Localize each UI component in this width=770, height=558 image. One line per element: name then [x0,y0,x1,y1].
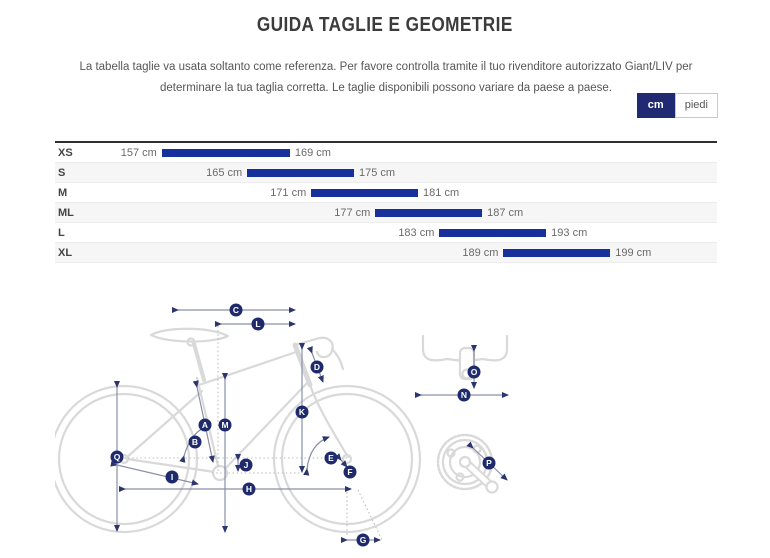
geometry-label-C [229,303,243,317]
geometry-label-N [457,388,471,402]
geometry-label-J [239,458,253,472]
geometry-label-D [310,360,324,374]
geometry-letter-D: D [314,362,320,372]
geometry-letter-H: H [246,484,252,494]
size-table: XS 157 cm 169 cm S 165 cm 175 cm M 171 cm 181 cm… [55,141,717,263]
size-name: ML [58,207,74,219]
geometry-label-I [165,470,179,484]
arc-head-angle-E [303,436,330,476]
size-guide-description: La tabella taglie va usata soltanto come… [79,61,693,94]
size-name: XS [58,147,73,159]
geometry-letter-P: P [486,458,492,468]
height-range-bar [503,249,611,257]
size-table-row: XS 157 cm 169 cm [55,143,717,163]
min-height-value: 171 cm [270,187,307,199]
geometry-letter-E: E [328,453,334,463]
geometry-letter-N: N [461,390,467,400]
size-table-row: S 165 cm 175 cm [55,163,717,183]
geometry-letter-C: C [233,305,239,315]
min-height-value: 189 cm [462,247,499,259]
height-range-bar [311,189,419,197]
geometry-label-H [242,482,256,496]
height-range-bar [247,169,354,177]
handlebar-front-view [421,334,509,381]
geometry-label-M [218,418,232,432]
size-name: S [58,167,66,179]
geometry-letter-B: B [192,437,198,447]
geometry-label-O [467,365,481,379]
arrow-chainstay-I [110,460,199,486]
unit-button-piedi[interactable]: piedi [674,93,718,118]
min-height-value: 165 cm [206,167,243,179]
size-table-row: L 183 cm 193 cm [55,223,717,243]
geometry-label-K [295,405,309,419]
geometry-letter-I: I [171,472,173,482]
saddle [149,327,230,347]
front-wheel [272,384,422,534]
geometry-label-E [324,451,338,465]
min-height-value: 157 cm [120,147,157,159]
geometry-label-A [198,418,212,432]
geometry-letter-M: M [221,420,228,430]
max-height-value: 175 cm [358,167,396,179]
max-height-value: 193 cm [551,227,588,239]
geometry-label-Q [110,450,124,464]
unit-toggle: cm piedi [636,93,718,118]
arrow-fork-rake-F [334,453,348,468]
geometry-letter-O: O [471,367,478,377]
size-table-row: M 171 cm 181 cm [55,183,717,203]
height-range-bar [439,229,547,237]
size-name: M [58,187,68,199]
max-height-value: 187 cm [487,207,524,219]
geometry-label-P [482,456,496,470]
geometry-letter-A: A [202,420,208,430]
max-height-value: 199 cm [615,247,652,259]
page-title: GUIDA TAGLIE E GEOMETRIE [257,14,513,36]
size-name: L [58,227,65,239]
min-height-value: 183 cm [398,227,435,239]
reference-lines [124,326,383,541]
geometry-letter-G: G [360,535,367,545]
geometry-letter-J: J [244,460,249,470]
size-name: XL [58,247,73,259]
height-range-bar [375,209,483,217]
geometry-label-G [356,533,370,547]
geometry-label-F [343,465,357,479]
height-range-bar [161,149,290,157]
max-height-value: 169 cm [294,147,331,159]
measurement-arrows [110,306,509,544]
min-height-value: 177 cm [334,207,371,219]
size-table-row: ML 177 cm 187 cm [55,203,717,223]
geometry-letter-K: K [299,407,306,417]
geometry-diagram: AB C D E F G H I J K L M N O P Q [55,303,509,547]
geometry-label-B [188,435,202,449]
bike-side-view [55,327,422,534]
geometry-letter-F: F [347,467,352,477]
geometry-letter-badges: AB C D E F G H I J K L M N O P Q [110,303,496,547]
geometry-letter-Q: Q [114,452,121,462]
max-height-value: 181 cm [423,187,460,199]
size-table-row: XL 189 cm 199 cm [55,243,717,263]
unit-button-cm[interactable]: cm [636,93,675,118]
geometry-label-L [251,317,265,331]
geometry-letter-L: L [255,319,260,329]
